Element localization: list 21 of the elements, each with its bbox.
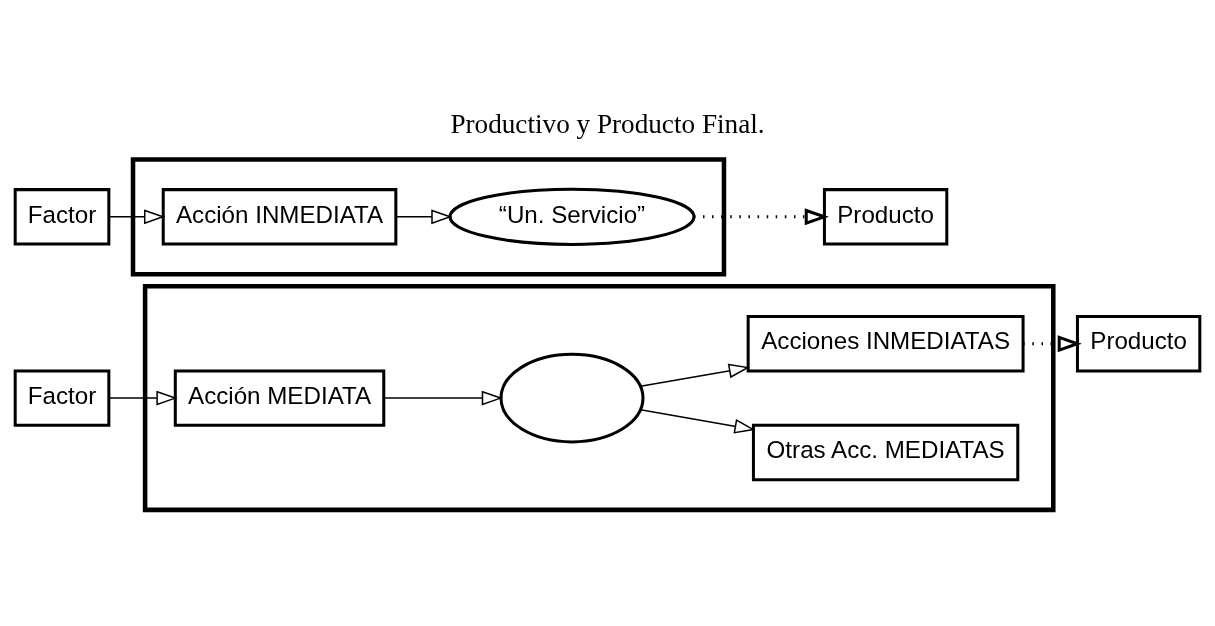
arrow <box>108 390 178 405</box>
node-box: Factor <box>13 187 111 245</box>
arrow <box>108 208 166 224</box>
cluster <box>130 156 727 276</box>
node-box: Acciones INMEDIATAS <box>746 314 1025 372</box>
diagram-title: Productivo y Producto Final. <box>450 108 765 139</box>
cluster <box>142 283 1056 512</box>
node-box: Factor <box>13 368 111 427</box>
arrow <box>395 208 453 224</box>
node-ellipse: “Un. Servicio” <box>448 187 696 246</box>
node-circle <box>499 352 645 443</box>
node-box: Otras Acc. MEDIATAS <box>751 423 1020 481</box>
node-box: Producto <box>822 187 949 245</box>
arrow <box>694 207 829 225</box>
node-box: Acción MEDIATA <box>173 368 386 427</box>
node-box: Acción INMEDIATA <box>161 187 398 245</box>
arrow <box>639 408 756 434</box>
node-box: Producto <box>1075 314 1202 372</box>
arrow <box>383 390 503 405</box>
arrow <box>1023 334 1082 352</box>
arrow <box>639 363 750 387</box>
